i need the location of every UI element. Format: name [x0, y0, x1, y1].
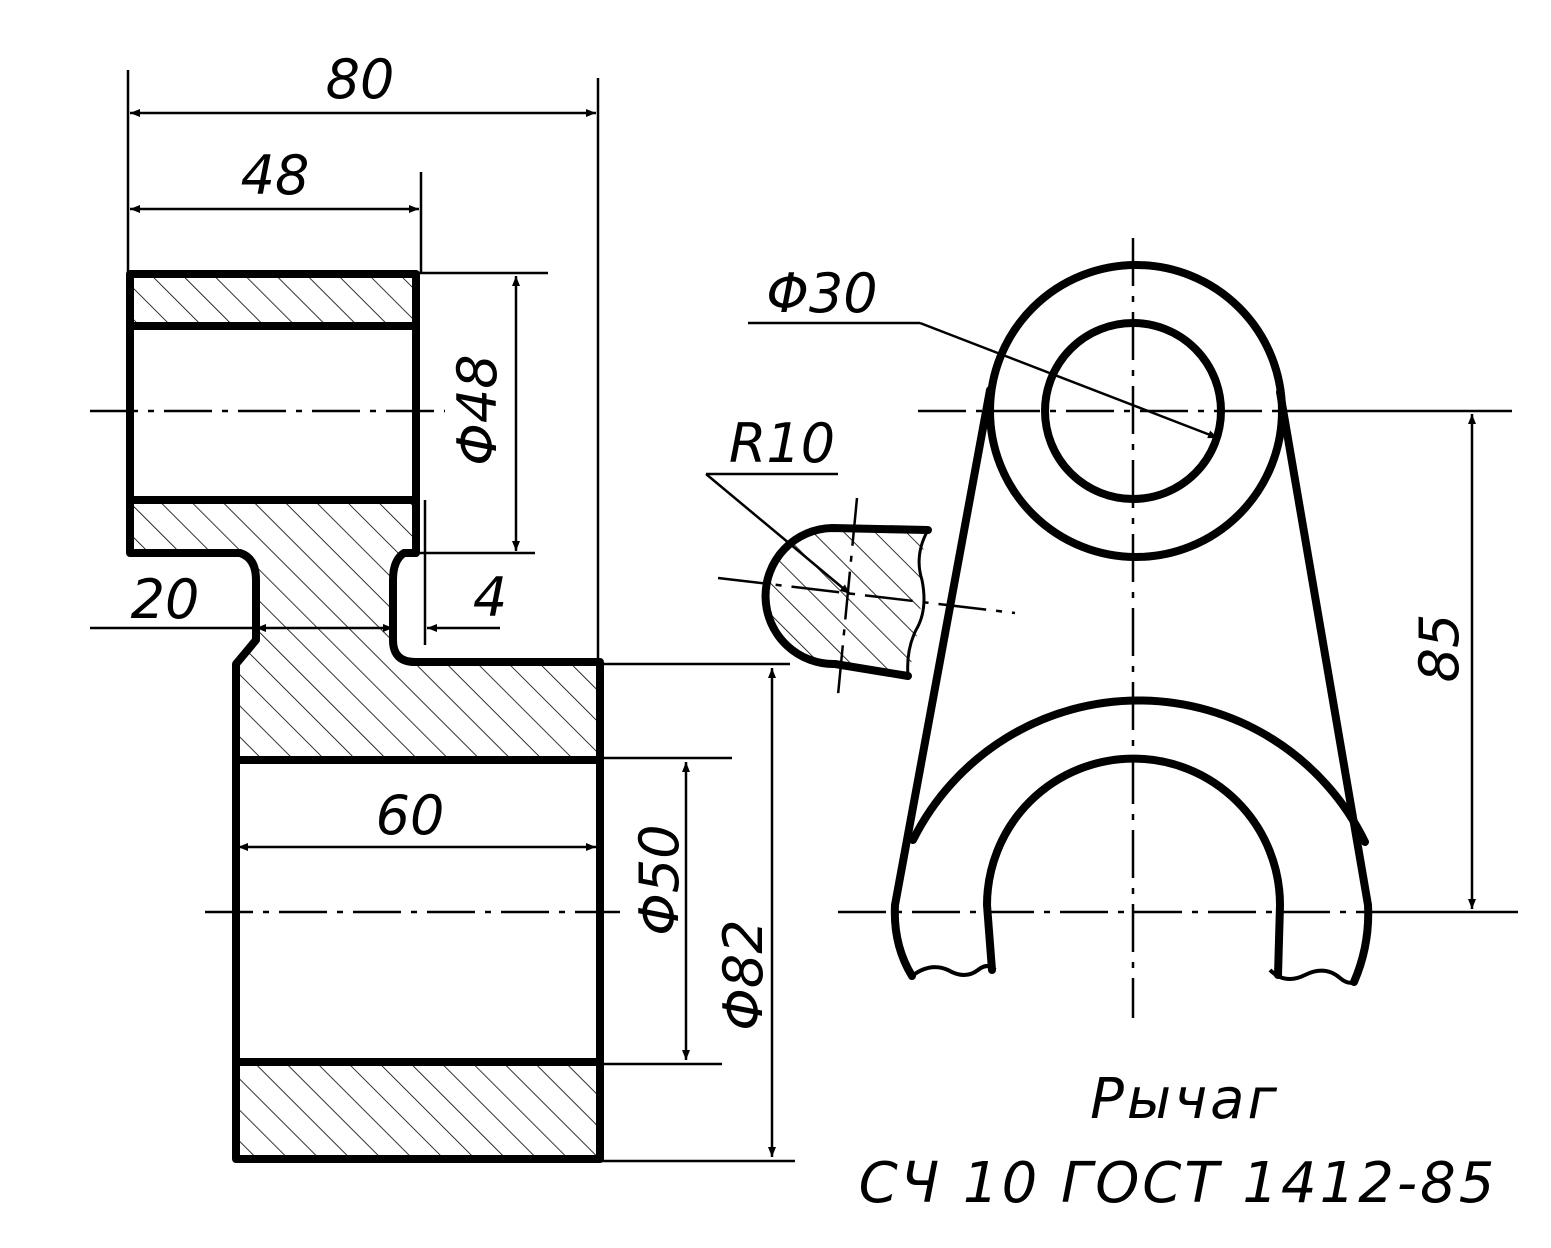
dim-dia30-label: Φ30 [766, 262, 877, 325]
dia30-leader [919, 321, 1219, 440]
dim-dia50-label: Φ50 [628, 824, 691, 935]
web-outline [126, 496, 604, 1163]
dim-80-label: 80 [326, 48, 395, 111]
dim-20-label: 20 [131, 568, 200, 631]
rib-break-line [906, 529, 930, 677]
dim-dia82-label: Φ82 [712, 919, 775, 1030]
upper-boss-bore [1041, 319, 1225, 503]
dim-60-label: 60 [376, 784, 445, 847]
front-view: Φ30 85 [748, 238, 1518, 1018]
dim-4-label: 4 [473, 566, 507, 629]
rib-axis-v [836, 497, 859, 696]
part-material: СЧ 10 ГОСТ 1412-85 [859, 1151, 1498, 1216]
dim-85-label: 85 [1408, 614, 1471, 683]
hatch-web [130, 500, 600, 760]
dim-r10-label: R10 [729, 412, 835, 475]
section-view: 80 48 Φ48 20 4 60 Φ50 Φ82 [90, 48, 795, 1163]
left-break-line [910, 964, 997, 978]
left-arm-outline [890, 386, 994, 980]
hatch-lower-wall [236, 1062, 600, 1159]
right-arm-outline [1276, 388, 1373, 986]
right-break-line [1268, 968, 1357, 985]
dim-dia48-label: Φ48 [446, 354, 509, 465]
fork-inner-arc [983, 754, 1284, 979]
fork-outer-arc [909, 696, 1369, 846]
hatch-upper-wall [130, 274, 416, 326]
rib-axis-h [717, 576, 1016, 615]
dim-48-label: 48 [241, 144, 310, 207]
rib-outline [761, 524, 932, 680]
rib-section-detail: R10 [705, 412, 1016, 696]
part-name: Рычаг [1090, 1067, 1280, 1132]
r10-leader [705, 473, 851, 595]
upper-hub-outline [126, 270, 420, 504]
